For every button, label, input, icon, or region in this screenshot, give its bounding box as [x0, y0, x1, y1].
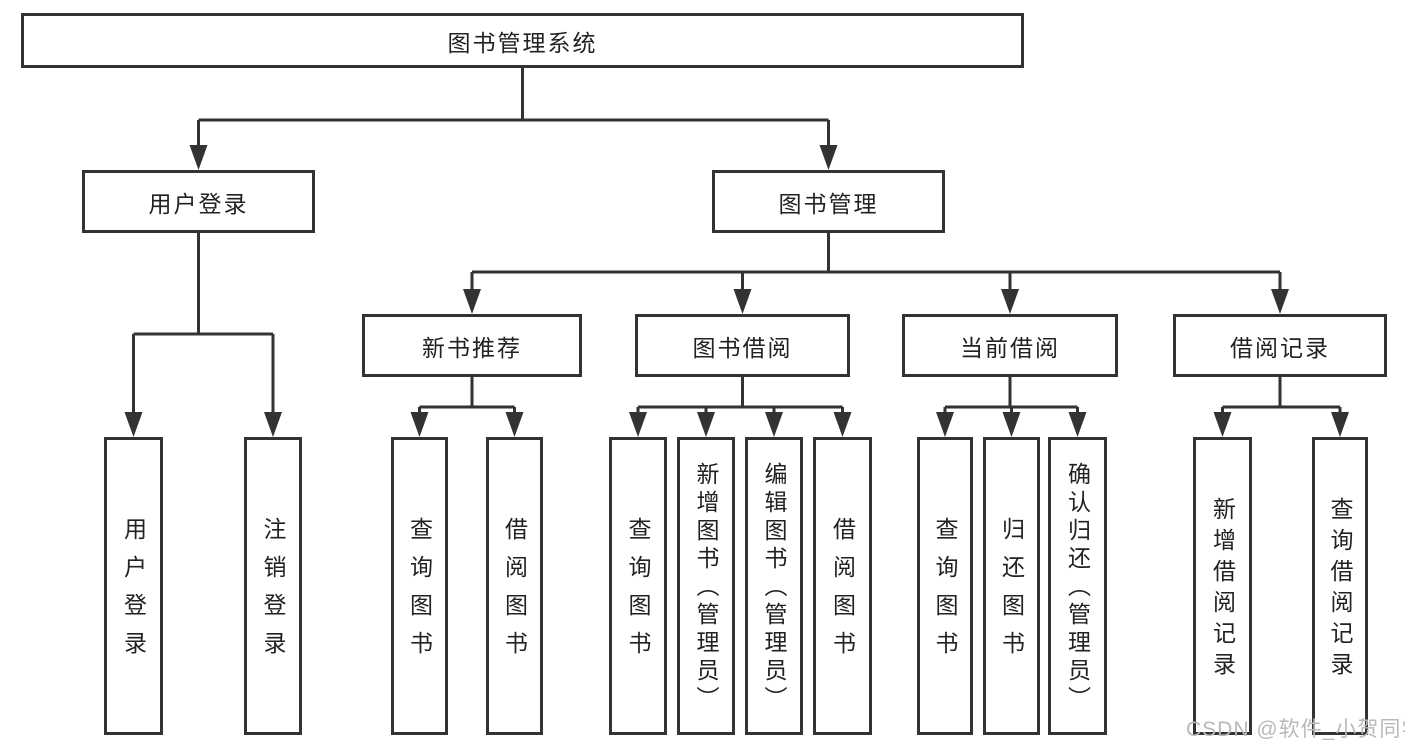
node-leaf-confirm-return-admin: 确认归还（管理员）: [1048, 437, 1107, 735]
node-leaf-query-books-1-label: 查询图书: [406, 517, 433, 669]
node-leaf-user-login: 用户登录: [104, 437, 163, 735]
node-book-borrowing-label: 图书借阅: [692, 334, 793, 361]
node-book-management-label: 图书管理: [778, 190, 879, 217]
node-borrowing-records: 借阅记录: [1173, 314, 1387, 377]
node-leaf-query-books-3-label: 查询图书: [932, 517, 958, 669]
node-user-login-label: 用户登录: [148, 190, 249, 217]
node-leaf-return-books-label: 归还图书: [998, 517, 1025, 669]
node-leaf-add-borrow-record: 新增借阅记录: [1193, 437, 1252, 735]
node-borrowing-records-label: 借阅记录: [1230, 334, 1330, 361]
node-leaf-add-books-admin: 新增图书（管理员）: [677, 437, 735, 735]
node-leaf-query-books-1: 查询图书: [391, 437, 448, 735]
watermark: CSDN @软件_小贺同学: [1186, 718, 1405, 741]
node-leaf-return-books: 归还图书: [983, 437, 1040, 735]
node-leaf-logout-login-label: 注销登录: [260, 517, 286, 669]
node-leaf-edit-books-admin-label: 编辑图书（管理员）: [761, 462, 787, 714]
node-leaf-edit-books-admin: 编辑图书（管理员）: [745, 437, 803, 735]
node-root: 图书管理系统: [21, 13, 1024, 68]
node-leaf-query-books-2: 查询图书: [609, 437, 667, 735]
node-leaf-borrow-books-1: 借阅图书: [486, 437, 543, 735]
node-leaf-borrow-books-1-label: 借阅图书: [501, 517, 528, 669]
node-leaf-confirm-return-admin-label: 确认归还（管理员）: [1064, 462, 1091, 714]
node-leaf-logout-login: 注销登录: [244, 437, 302, 735]
node-leaf-borrow-books-2-label: 借阅图书: [829, 517, 856, 669]
node-current-borrowing: 当前借阅: [902, 314, 1118, 377]
node-leaf-query-books-3: 查询图书: [917, 437, 973, 735]
node-book-management: 图书管理: [712, 170, 945, 233]
node-new-book-recommend-label: 新书推荐: [422, 334, 522, 361]
node-root-label: 图书管理系统: [447, 29, 598, 56]
node-leaf-query-books-2-label: 查询图书: [625, 517, 651, 669]
node-leaf-query-borrow-record: 查询借阅记录: [1312, 437, 1368, 735]
node-new-book-recommend: 新书推荐: [362, 314, 582, 377]
node-user-login: 用户登录: [82, 170, 315, 233]
node-leaf-query-borrow-record-label: 查询借阅记录: [1327, 497, 1353, 683]
node-current-borrowing-label: 当前借阅: [960, 334, 1060, 361]
node-leaf-add-borrow-record-label: 新增借阅记录: [1209, 497, 1236, 683]
node-leaf-add-books-admin-label: 新增图书（管理员）: [693, 462, 719, 714]
node-leaf-borrow-books-2: 借阅图书: [813, 437, 872, 735]
node-leaf-user-login-label: 用户登录: [120, 517, 147, 669]
node-book-borrowing: 图书借阅: [635, 314, 850, 377]
